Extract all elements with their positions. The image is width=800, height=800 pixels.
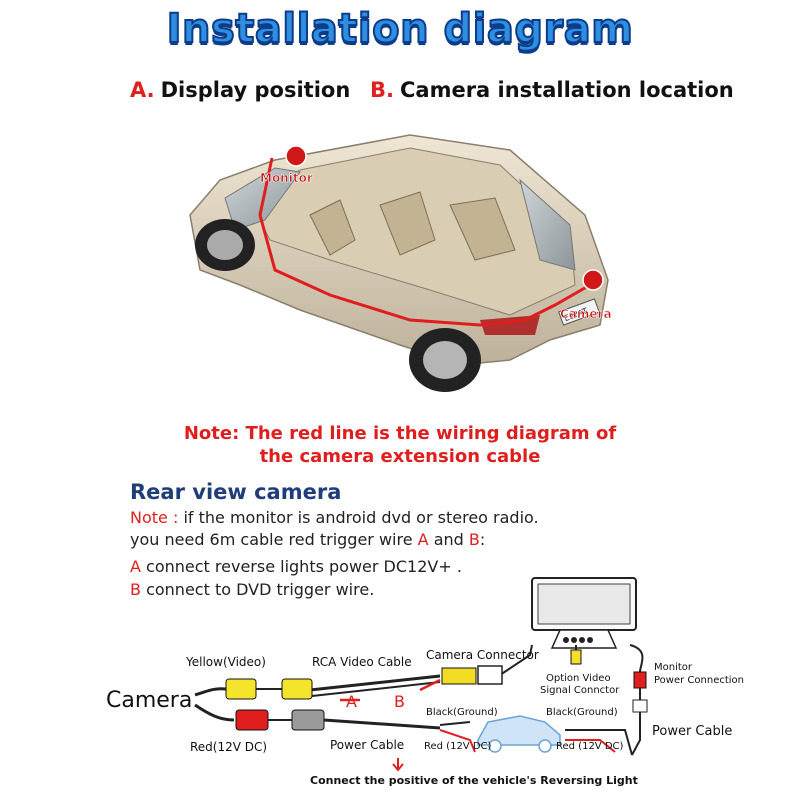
rca-video-cable-label: RCA Video Cable xyxy=(312,655,412,669)
front-wheel xyxy=(195,219,255,271)
page-title: Installation diagram xyxy=(166,5,634,53)
rear-view-trigger-line: you need 6m cable red trigger wire A and… xyxy=(130,530,485,549)
car-illustration: ES?AT Monitor Camera xyxy=(180,120,620,420)
trigger-line-pre: you need 6m cable red trigger wire xyxy=(130,530,418,549)
camera-red-plug xyxy=(235,709,269,731)
black-ground-left-label: Black(Ground) xyxy=(426,707,498,718)
trigger-line-end: : xyxy=(479,530,486,549)
note-line-1: Note: The red line is the wiring diagram… xyxy=(183,423,617,444)
wire-b-label: B xyxy=(394,692,405,711)
power-cable-right-label: Power Cable xyxy=(652,724,733,739)
section-a-letter: A. xyxy=(130,78,155,102)
trigger-letter-b: B xyxy=(468,530,480,549)
red-12v-dc-left-label: Red (12V DC) xyxy=(424,741,492,752)
wire-a-label: A xyxy=(346,692,357,711)
instruction-a-letter: A xyxy=(130,557,141,576)
option-video-label-1: Option Video xyxy=(546,673,611,684)
yellow-video-label: Yellow(Video) xyxy=(186,655,266,669)
reverse-light-arrow xyxy=(392,758,404,772)
front-seat xyxy=(309,199,356,256)
monitor-marker xyxy=(285,145,307,167)
camera-power-wire xyxy=(194,703,235,722)
vehicle-icon xyxy=(477,715,561,753)
rear-wheel xyxy=(409,328,481,392)
rear-view-note-line: Note : if the monitor is android dvd or … xyxy=(130,508,539,527)
monitor-power-label-2: Power Connection xyxy=(654,675,744,686)
rear-view-title: Rear view camera xyxy=(130,480,342,504)
power-cable-grey-plug xyxy=(291,709,325,731)
instruction-a: A connect reverse lights power DC12V+ . xyxy=(130,557,462,576)
black-ground-right-label: Black(Ground) xyxy=(546,707,618,718)
rca-video-cable xyxy=(309,674,441,692)
section-a-label: Display position xyxy=(160,78,351,102)
power-cable xyxy=(323,718,441,730)
camera-connector xyxy=(477,665,503,685)
reversing-light-note: Connect the positive of the vehicle's Re… xyxy=(310,774,638,787)
monitor-power-label-1: Monitor xyxy=(654,662,693,673)
note-prefix: Note : xyxy=(130,508,179,527)
trigger-line-mid: and xyxy=(428,530,469,549)
middle-seat xyxy=(379,191,436,256)
camera-label: Camera xyxy=(560,307,612,321)
wiring-route-line xyxy=(258,157,598,327)
trigger-letter-a: A xyxy=(417,530,429,549)
camera-connector-plug xyxy=(441,667,477,685)
power-cable-connector xyxy=(632,699,648,713)
monitor-power-wire-down xyxy=(631,688,641,756)
section-b-heading: B.Camera installation location xyxy=(370,78,734,102)
right-red-wire xyxy=(565,739,616,753)
rear-window xyxy=(519,178,576,271)
monitor-screen xyxy=(531,577,637,649)
camera-wiring-label: Camera xyxy=(106,688,193,713)
instruction-a-text: connect reverse lights power DC12V+ . xyxy=(140,557,462,576)
wiring-diagram xyxy=(194,577,648,772)
red-12v-dc-right-label: Red (12V DC) xyxy=(556,741,624,752)
note-line-2: the camera extension cable xyxy=(259,446,541,467)
right-power-wire xyxy=(565,729,633,756)
trigger-wire-b xyxy=(419,678,441,692)
camera-marker xyxy=(582,269,604,291)
power-cable-black-branch xyxy=(439,721,471,726)
car-svg: ES?AT Monitor Camera xyxy=(189,134,612,392)
camera-connector-wire xyxy=(499,644,533,676)
section-b-letter: B. xyxy=(370,78,394,102)
power-cable-red-branch xyxy=(439,729,476,753)
camera-video-wire xyxy=(194,687,227,697)
section-b-label: Camera installation location xyxy=(399,78,734,102)
license-plate xyxy=(558,298,600,326)
power-cable-mid-label: Power Cable xyxy=(330,738,405,752)
camera-yellow-plug xyxy=(225,678,257,700)
monitor-power-wire xyxy=(629,644,644,673)
monitor-label: Monitor xyxy=(260,171,313,185)
section-a-heading: A.Display position xyxy=(130,78,350,102)
note-line1-text: if the monitor is android dvd or stereo … xyxy=(178,508,539,527)
monitor-power-connector xyxy=(633,671,647,689)
instruction-b-text: connect to DVD trigger wire. xyxy=(140,580,375,599)
instruction-b: B connect to DVD trigger wire. xyxy=(130,580,374,599)
camera-connector-label: Camera Connector xyxy=(426,648,539,662)
rear-seat xyxy=(449,197,516,261)
rca-yellow-plug xyxy=(281,678,313,700)
instruction-b-letter: B xyxy=(130,580,141,599)
option-video-connector xyxy=(570,649,582,665)
red-12v-label: Red(12V DC) xyxy=(190,740,268,754)
option-video-label-2: Signal Connctor xyxy=(540,685,620,696)
